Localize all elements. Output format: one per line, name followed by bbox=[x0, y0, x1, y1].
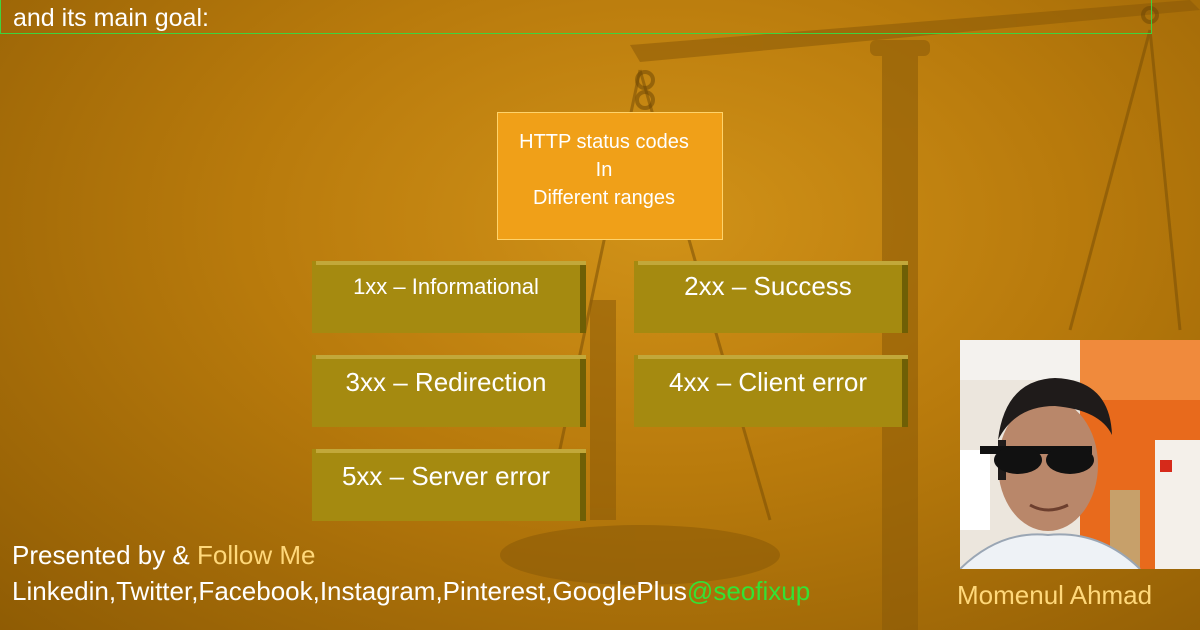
node-label: 5xx – Server error bbox=[341, 461, 551, 491]
social-handle: @seofixup bbox=[686, 576, 811, 606]
node-top-bevel bbox=[638, 261, 908, 265]
root-line-1: HTTP status codes bbox=[519, 131, 689, 153]
node-box bbox=[634, 355, 908, 427]
node-top-bevel bbox=[316, 355, 586, 359]
header-text: and its main goal: bbox=[13, 4, 209, 32]
social-networks: Linkedin,Twitter,Facebook,Instagram,Pint… bbox=[12, 576, 687, 606]
node-top-bevel bbox=[638, 355, 908, 359]
node-5xx: 5xx – Server error bbox=[312, 449, 586, 521]
follow-me-text: Follow Me bbox=[197, 540, 316, 570]
node-side-bevel bbox=[902, 359, 908, 427]
node-label: 2xx – Success bbox=[684, 271, 852, 301]
presenter-name: Momenul Ahmad bbox=[957, 580, 1153, 610]
header-box: and its main goal: bbox=[0, 0, 1152, 34]
node-side-bevel bbox=[580, 265, 586, 333]
node-box bbox=[312, 449, 586, 521]
presented-by-text: Presented by & bbox=[12, 540, 197, 570]
node-box bbox=[312, 261, 586, 333]
node-4xx: 4xx – Client error bbox=[634, 355, 908, 427]
node-box bbox=[634, 261, 908, 333]
node-label: 1xx – Informational bbox=[353, 274, 539, 299]
node-box bbox=[312, 355, 586, 427]
node-side-bevel bbox=[580, 453, 586, 521]
root-node-label: HTTP status codes In Different ranges bbox=[497, 128, 711, 212]
node-top-bevel bbox=[316, 261, 586, 265]
root-line-3: Different ranges bbox=[533, 187, 675, 209]
presented-by-line: Presented by & Follow Me bbox=[12, 540, 315, 571]
presenter-photo-art bbox=[960, 340, 1200, 569]
node-side-bevel bbox=[902, 265, 908, 333]
node-label: 3xx – Redirection bbox=[345, 367, 547, 397]
root-node: HTTP status codes In Different ranges bbox=[497, 112, 723, 240]
node-label: 4xx – Client error bbox=[669, 367, 867, 397]
root-node-box bbox=[497, 112, 723, 240]
node-1xx: 1xx – Informational bbox=[312, 261, 586, 333]
presenter-photo bbox=[960, 340, 1200, 569]
social-line: Linkedin,Twitter,Facebook,Instagram,Pint… bbox=[12, 576, 810, 607]
node-top-bevel bbox=[316, 449, 586, 453]
node-side-bevel bbox=[580, 359, 586, 427]
node-3xx: 3xx – Redirection bbox=[312, 355, 586, 427]
root-line-2: In bbox=[595, 159, 613, 181]
node-2xx: 2xx – Success bbox=[634, 261, 908, 333]
